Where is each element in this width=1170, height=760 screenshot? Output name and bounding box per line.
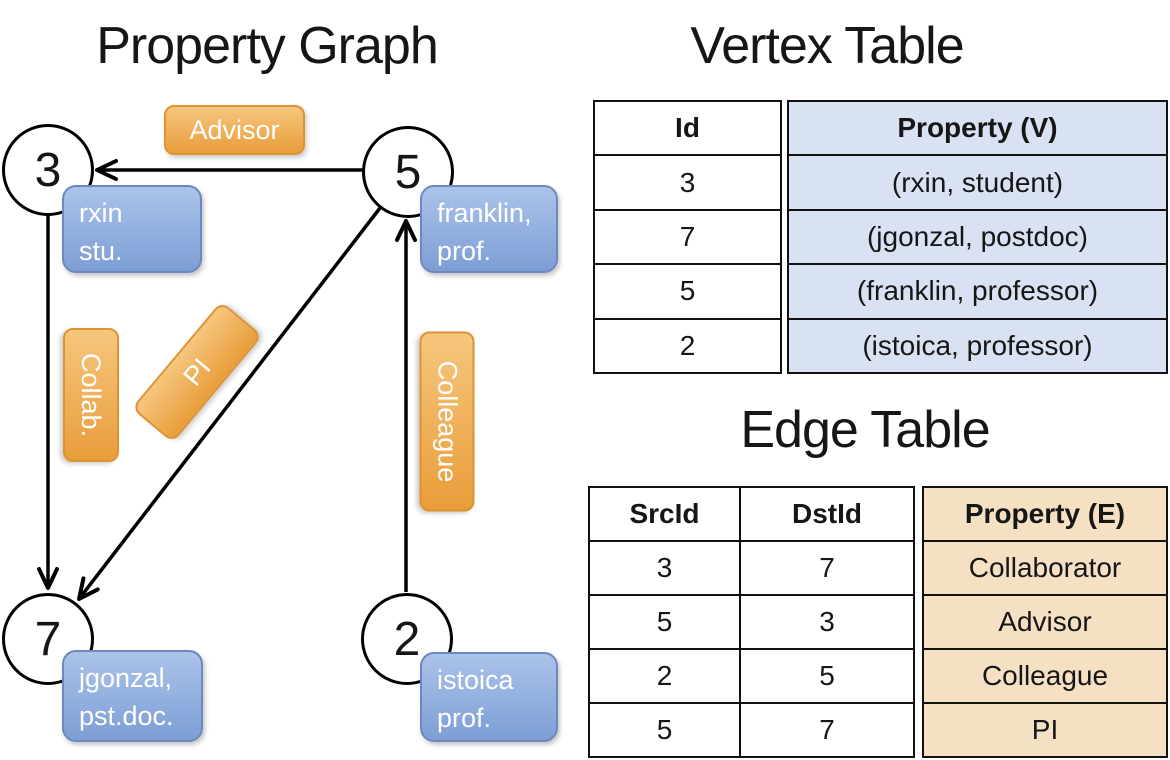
vertex-table: Id 3 7 5 2 Property (V) (rxin, student) …	[593, 100, 1168, 374]
vertex-property-line: prof.	[437, 703, 492, 734]
edge-table-header-property: Property (E)	[964, 498, 1126, 529]
table-cell: 5	[656, 714, 673, 745]
table-cell: 7	[739, 542, 913, 594]
vertex-property-box-rxin: rxin stu.	[62, 185, 202, 273]
edge-label-advisor: Advisor	[164, 105, 305, 155]
edge-table-property-column: Property (E) Collaborator Advisor Collea…	[922, 486, 1168, 758]
column-divider	[915, 486, 922, 758]
table-row: SrcId DstId	[590, 488, 913, 540]
property-graph-title: Property Graph	[96, 17, 439, 75]
vertex-property-line: istoica	[437, 665, 514, 695]
table-cell: 5	[739, 650, 913, 702]
table-cell: 7	[739, 704, 913, 756]
edge-pi-5-to-7	[77, 206, 382, 601]
vertex-property-line: jgonzal,	[79, 663, 173, 693]
vertex-property-box-istoica: istoica prof.	[420, 652, 558, 742]
vertex-property-line: stu.	[79, 236, 123, 267]
table-cell: Colleague	[924, 648, 1166, 702]
edge-label-collab: Collab.	[63, 328, 119, 462]
table-row: 2 5	[590, 648, 913, 702]
edge-table-header-srcid: SrcId	[629, 498, 700, 529]
vertex-property-line: prof.	[437, 236, 492, 267]
edge-table: SrcId DstId 3 7 5 3 2 5 5 7 Property (E)	[588, 486, 1168, 758]
table-cell: (jgonzal, postdoc)	[789, 208, 1166, 263]
vertex-property-box-franklin: franklin, prof.	[420, 185, 558, 273]
vertex-table-header-property: Property (V)	[897, 112, 1058, 144]
graph-edges	[37, 159, 417, 601]
graph-node-5: 5	[362, 126, 454, 218]
table-row: 5 3	[590, 594, 913, 648]
vertex-property-line: rxin	[79, 198, 123, 228]
table-cell: Advisor	[924, 594, 1166, 648]
table-cell: 2	[595, 317, 780, 372]
table-cell: (rxin, student)	[789, 154, 1166, 208]
table-cell: 2	[656, 660, 673, 691]
vertex-table-property-column: Property (V) (rxin, student) (jgonzal, p…	[787, 100, 1168, 374]
vertex-table-id-column: Id 3 7 5 2	[593, 100, 782, 374]
vertex-property-box-jgonzal: jgonzal, pst.doc.	[62, 650, 203, 742]
table-cell: 5	[656, 606, 673, 637]
table-cell: (franklin, professor)	[789, 263, 1166, 317]
table-row: 3 7	[590, 540, 913, 594]
table-row: 5 7	[590, 702, 913, 756]
edge-table-title: Edge Table	[740, 401, 990, 459]
table-cell: PI	[924, 702, 1166, 756]
vertex-table-header-id: Id	[675, 112, 700, 144]
edge-label-colleague: Colleague	[419, 331, 475, 512]
table-cell: 3	[595, 154, 780, 208]
edge-table-id-columns: SrcId DstId 3 7 5 3 2 5 5 7	[588, 486, 915, 758]
graph-node-2: 2	[361, 593, 453, 685]
table-cell: Collaborator	[924, 540, 1166, 594]
table-cell: 5	[595, 263, 780, 317]
table-cell: 3	[656, 552, 673, 583]
table-cell: 7	[595, 208, 780, 263]
table-cell: (istoica, professor)	[789, 317, 1166, 372]
vertex-property-line: franklin,	[437, 198, 532, 228]
vertex-property-line: pst.doc.	[79, 701, 174, 732]
table-cell: 3	[739, 596, 913, 648]
edge-table-header-dstid: DstId	[739, 488, 913, 540]
vertex-table-title: Vertex Table	[690, 17, 964, 75]
